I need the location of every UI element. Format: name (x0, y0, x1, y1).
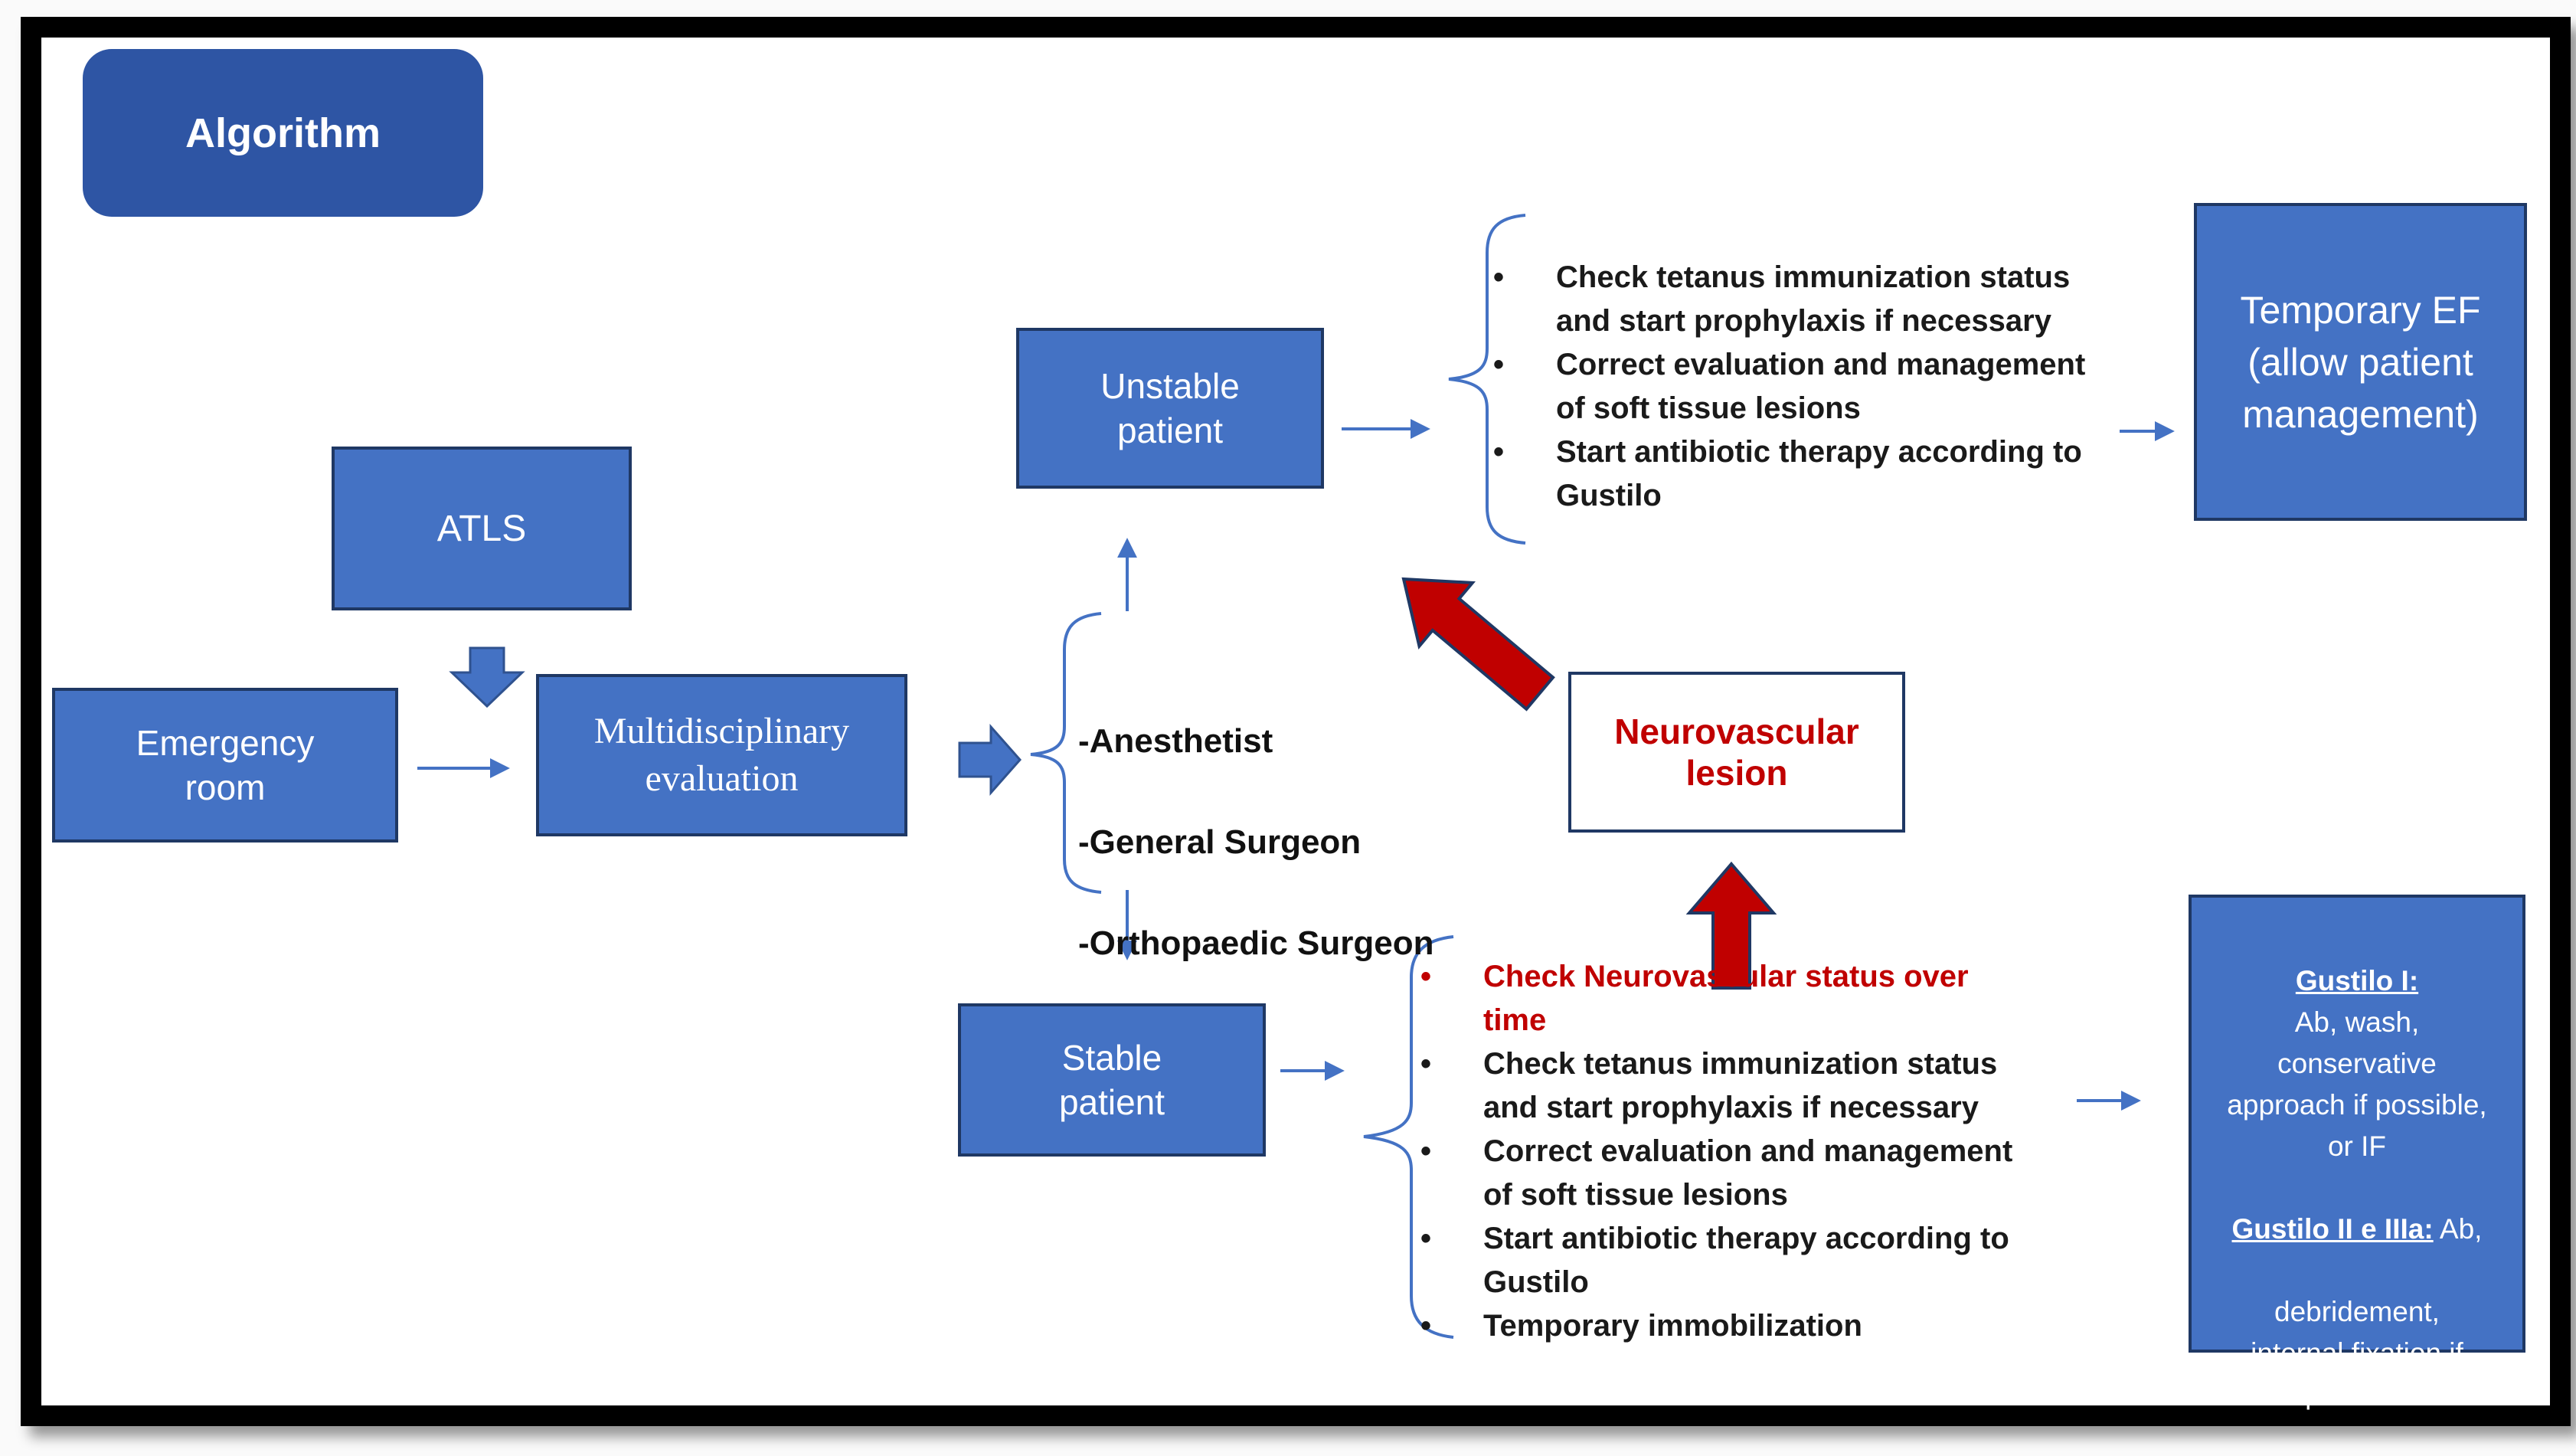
team-item-anesthetist: -Anesthetist (1078, 722, 1273, 760)
gustilo-ii-body: debridement, internal fixation if possib… (2251, 1296, 2463, 1410)
team-item-orthopaedic-surgeon: -Orthopaedic Surgeon (1078, 924, 1434, 962)
gustilo-text: Gustilo I: Ab, wash, conservative approa… (2227, 919, 2486, 1456)
node-stable-patient: Stable patient (958, 1003, 1266, 1157)
page-title: Algorithm (83, 49, 483, 217)
node-gustilo-treatment: Gustilo I: Ab, wash, conservative approa… (2189, 895, 2525, 1410)
node-atls: ATLS (332, 447, 632, 610)
checklist-item: Check tetanus immunization status and st… (1486, 256, 2144, 343)
unstable-checklist: Check tetanus immunization status and st… (1486, 256, 2144, 518)
node-emergency-room: Emergency room (52, 688, 398, 843)
gustilo-i-body: Ab, wash, conservative approach if possi… (2227, 1006, 2487, 1162)
checklist-item: Correct evaluation and management of sof… (1486, 343, 2144, 430)
node-multidisciplinary-evaluation: Multidisciplinary evaluation (536, 674, 907, 836)
checklist-item: Temporary immobilization (1413, 1304, 2102, 1348)
checklist-item: Correct evaluation and management of sof… (1413, 1130, 2102, 1217)
node-unstable-patient: Unstable patient (1016, 328, 1324, 489)
node-neurovascular-lesion: Neurovascular lesion (1568, 672, 1905, 833)
checklist-item: Start antibiotic therapy according to Gu… (1486, 430, 2144, 518)
checklist-item-neurovascular: Check Neurovascular status over time (1413, 955, 2102, 1042)
team-list: -Anesthetist -General Surgeon -Orthopaed… (1078, 666, 1433, 1019)
stable-checklist: Check Neurovascular status over time Che… (1413, 955, 2102, 1348)
checklist-item: Check tetanus immunization status and st… (1413, 1042, 2102, 1130)
team-item-general-surgeon: -General Surgeon (1078, 823, 1362, 861)
slide-frame (21, 17, 2571, 1426)
gustilo-ii-line: Gustilo II e IIIa: Ab, (2231, 1213, 2483, 1245)
gustilo-i-heading: Gustilo I: (2295, 965, 2419, 996)
node-temporary-ef: Temporary EF (allow patient management) (2194, 203, 2527, 521)
checklist-item: Start antibiotic therapy according to Gu… (1413, 1217, 2102, 1304)
